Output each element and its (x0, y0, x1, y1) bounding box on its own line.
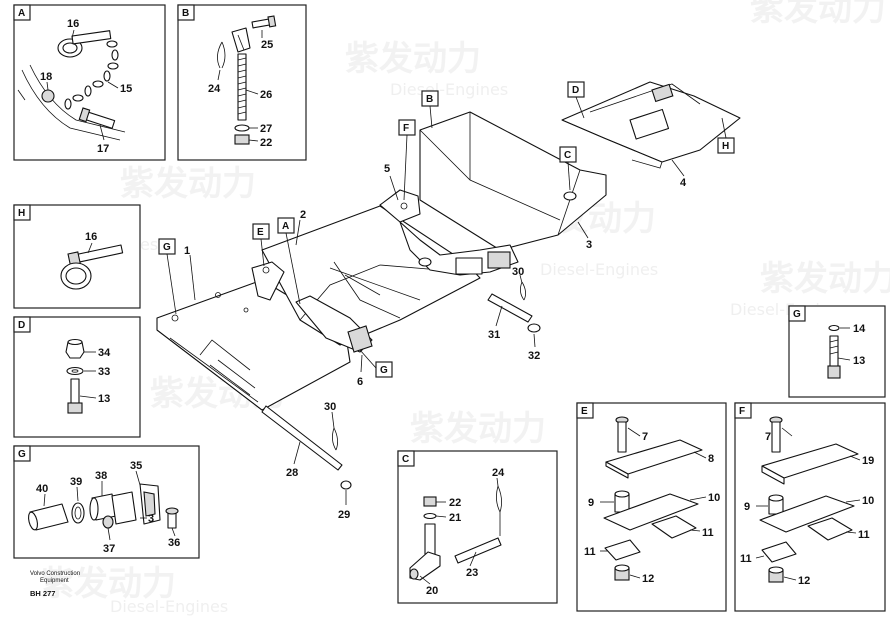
tag-g: G (380, 365, 388, 376)
callout-12: 12 (798, 575, 810, 587)
tag-a: A (282, 221, 289, 232)
callout-9: 9 (744, 501, 750, 513)
panel-b: B 25 24 26 27 22 (177, 4, 307, 161)
footer-company-line2: Equipment (40, 578, 69, 584)
callout-34: 34 (98, 347, 111, 359)
callout-7: 7 (642, 431, 648, 443)
callout-22: 22 (260, 137, 272, 149)
panel-tag: F (739, 406, 745, 417)
callout-2: 2 (300, 209, 306, 221)
callout-11: 11 (584, 546, 596, 558)
tag-e: E (257, 227, 264, 238)
callout-30: 30 (324, 401, 336, 413)
callout-17: 17 (97, 143, 109, 155)
watermark-layer: 紫发动力 Diesel-Engines 紫发动力 Diesel-Engines … (40, 0, 890, 616)
watermark-en: Diesel-Engines (110, 597, 228, 616)
drawing-code: BH 277 (30, 589, 55, 598)
callout-8: 8 (708, 453, 714, 465)
callout-31: 31 (488, 329, 500, 341)
callout-18: 18 (40, 71, 52, 83)
callout-5: 5 (384, 163, 390, 175)
callout-11: 11 (740, 553, 752, 565)
tag-c: C (564, 150, 571, 161)
watermark-cn: 紫发动力 (120, 164, 256, 204)
callout-13: 13 (853, 355, 865, 367)
tag-g: G (163, 242, 171, 253)
callout-24: 24 (208, 83, 221, 95)
callout-32: 32 (528, 350, 540, 362)
callout-39: 39 (70, 476, 82, 488)
callout-26: 26 (260, 89, 272, 101)
watermark-cn: 紫发动力 (750, 0, 886, 29)
callout-38: 38 (95, 470, 107, 482)
panel-a: A 16 18 15 17 (13, 4, 166, 161)
footer: Volvo Construction Equipment BH 277 (30, 571, 80, 598)
callout-11: 11 (858, 529, 870, 541)
watermark-cn: 紫发动力 (345, 39, 481, 79)
main-assembly: G E A B F C D H G (156, 81, 741, 521)
panel-f: F 7 19 9 10 11 11 12 (734, 402, 886, 612)
callout-36: 36 (168, 537, 180, 549)
panel-tag: G (18, 449, 26, 460)
panel-tag: H (18, 208, 25, 219)
callout-12: 12 (642, 573, 654, 585)
callout-6: 6 (357, 376, 363, 388)
panel-g-left: G 40 39 38 35 3 36 37 (13, 445, 200, 559)
callout-19: 19 (862, 455, 874, 467)
callout-30: 30 (512, 266, 524, 278)
panel-g-right: G 14 13 (788, 305, 886, 398)
panel-tag: A (18, 8, 25, 19)
panel-h: H 16 (13, 204, 141, 309)
callout-25: 25 (261, 39, 273, 51)
callout-27: 27 (260, 123, 272, 135)
callout-21: 21 (449, 512, 461, 524)
callout-3: 3 (586, 239, 592, 251)
panel-tag: E (581, 406, 588, 417)
callout-23: 23 (466, 567, 478, 579)
tag-d: D (572, 85, 579, 96)
panel-tag: C (402, 454, 409, 465)
callout-28: 28 (286, 467, 298, 479)
watermark-cn: 紫发动力 (40, 564, 176, 604)
callout-40: 40 (36, 483, 48, 495)
watermark-en: Diesel-Engines (390, 80, 508, 99)
callout-3: 3 (148, 513, 154, 525)
callout-1: 1 (184, 245, 190, 257)
panel-tag: G (793, 309, 801, 320)
callout-9: 9 (588, 497, 594, 509)
callout-24: 24 (492, 467, 505, 479)
callout-35: 35 (130, 460, 142, 472)
callout-22: 22 (449, 497, 461, 509)
watermark-cn: 紫发动力 (410, 409, 546, 449)
callout-14: 14 (853, 323, 866, 335)
tag-b: B (426, 94, 433, 105)
callout-33: 33 (98, 366, 110, 378)
callout-13: 13 (98, 393, 110, 405)
panel-c: C 24 22 21 23 20 (397, 450, 558, 604)
callout-4: 4 (680, 177, 687, 189)
callout-16: 16 (85, 231, 97, 243)
callout-20: 20 (426, 585, 438, 597)
callout-10: 10 (708, 492, 720, 504)
panel-tag: D (18, 320, 25, 331)
tag-h: H (722, 141, 729, 152)
watermark-cn: 紫发动力 (760, 259, 890, 299)
callout-29: 29 (338, 509, 350, 521)
footer-company: Volvo Construction (30, 571, 80, 577)
callout-11: 11 (702, 527, 714, 539)
callout-10: 10 (862, 495, 874, 507)
panel-tag: B (182, 8, 189, 19)
chain-links (64, 40, 119, 110)
callout-37: 37 (103, 543, 115, 555)
watermark-en: Diesel-Engines (540, 260, 658, 279)
panel-e: E 7 8 9 10 11 11 12 (576, 402, 727, 612)
tag-f: F (403, 123, 409, 134)
callout-16: 16 (67, 18, 79, 30)
callout-15: 15 (120, 83, 132, 95)
callout-7: 7 (765, 431, 771, 443)
panel-d: D 34 33 13 (13, 316, 141, 438)
